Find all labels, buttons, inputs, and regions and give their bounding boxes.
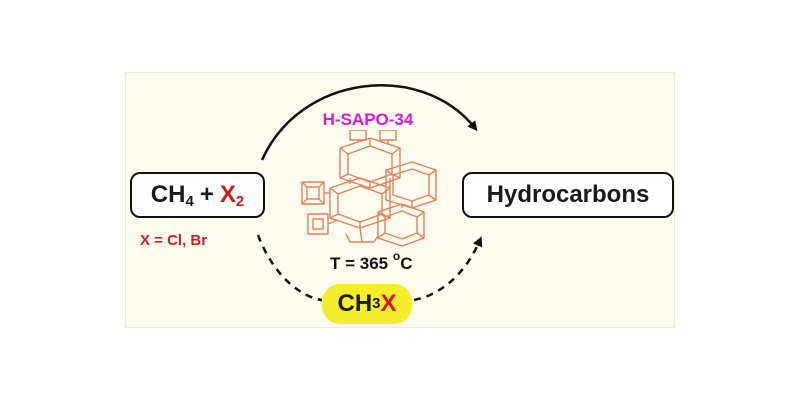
- product-label: Hydrocarbons: [486, 181, 650, 208]
- plus-sign: +: [199, 181, 214, 208]
- solid-arrow-icon: [260, 84, 478, 161]
- reactants-box: CH4 + X2: [130, 172, 265, 218]
- halogen-definition: X = Cl, Br: [140, 232, 208, 249]
- dashed-arrow-icon: [413, 236, 483, 302]
- temperature-label: T = 365 oC: [330, 249, 413, 273]
- catalyst-label: H-SAPO-34: [322, 110, 414, 129]
- methane-formula: CH4: [150, 181, 194, 210]
- dashed-arrow-icon: [256, 234, 323, 302]
- product-box: Hydrocarbons: [462, 172, 674, 218]
- halogen-formula: X2: [219, 181, 245, 210]
- zeolite-framework-icon: [301, 130, 437, 247]
